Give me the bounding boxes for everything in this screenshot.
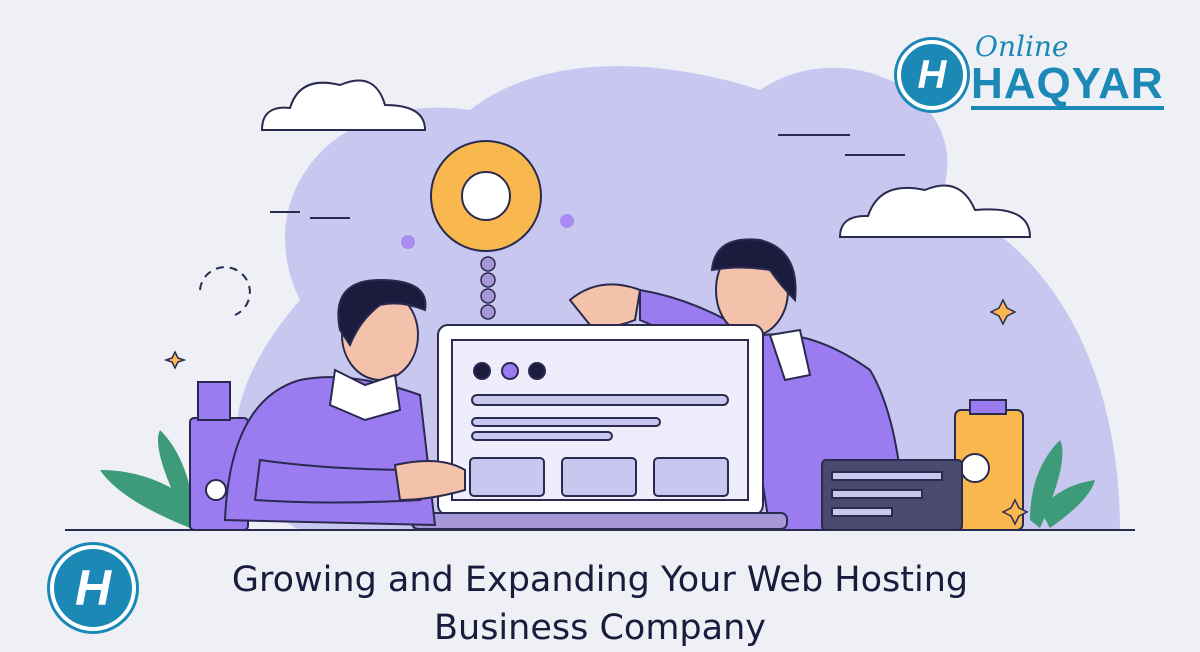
page-title: Growing and Expanding Your Web Hosting B…: [150, 556, 1050, 652]
logo-monogram-icon: H: [897, 40, 967, 110]
title-line-1: Growing and Expanding Your Web Hosting: [231, 560, 969, 600]
plant-icon: [100, 430, 1095, 528]
corner-logo-icon: H: [50, 545, 136, 631]
logo-script-text: Online: [975, 30, 1069, 63]
laptop: [411, 324, 788, 530]
cloud-icon: [260, 79, 1032, 238]
logo-brand-text: HAQYAR: [971, 59, 1164, 110]
server-icon: [821, 459, 963, 531]
decor-lines: [199, 134, 905, 316]
brand-logo[interactable]: H Online HAQYAR: [895, 30, 1175, 116]
title-line-2: Business Company: [434, 608, 766, 648]
person-left: [223, 278, 466, 527]
gear-icon: [401, 140, 574, 320]
sparkle-icon: [163, 298, 1029, 526]
